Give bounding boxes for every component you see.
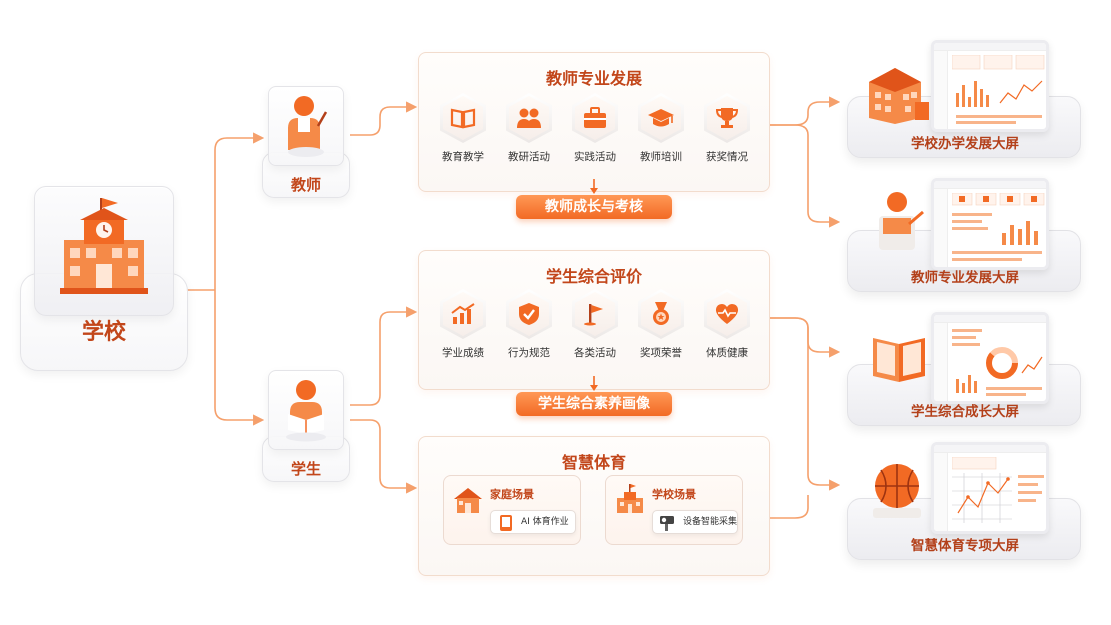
student-panel-title: 学生综合评价 <box>545 267 642 286</box>
teacher-development-panel: 教师专业发展 教育教学 教研活动 实践活动 教师培训 获奖情况 <box>418 52 770 192</box>
phone-icon <box>500 515 512 531</box>
item-research[interactable]: 教研活动 <box>499 93 559 164</box>
screen-sports-label: 智慧体育专项大屏 <box>911 538 1019 554</box>
teacher-3d-icon <box>869 188 929 258</box>
camera-device-icon <box>660 516 674 531</box>
dashboard-preview <box>931 40 1049 132</box>
device-collection-label: 设备智能采集 <box>683 517 738 527</box>
smart-sports-panel: 智慧体育 家庭场景 AI 体育作业 学校场景 设备智能采集 <box>418 436 770 576</box>
student-portrait-pill[interactable]: 学生综合素养画像 <box>516 392 672 416</box>
teacher-growth-pill[interactable]: 教师成长与考核 <box>516 195 672 219</box>
book-icon <box>450 108 476 129</box>
people-icon <box>517 108 541 128</box>
school-scene-title: 学校场景 <box>652 488 696 501</box>
item-practice[interactable]: 实践活动 <box>565 93 625 164</box>
student-label: 学生 <box>290 460 321 478</box>
trophy-icon <box>715 108 739 128</box>
building-3d-icon <box>865 62 931 128</box>
item-awards-label: 获奖情况 <box>706 151 748 163</box>
item-training[interactable]: 教师培训 <box>631 93 691 164</box>
teacher-node[interactable]: 教师 <box>262 82 350 200</box>
ai-homework-tag[interactable]: AI 体育作业 <box>490 510 576 534</box>
chart-up-icon <box>451 303 475 324</box>
item-honors[interactable]: 奖项荣誉 <box>631 289 691 360</box>
item-activities-label: 各类活动 <box>574 347 616 359</box>
item-practice-label: 实践活动 <box>574 151 616 163</box>
student-reading-icon <box>282 376 330 442</box>
teacher-panel-title: 教师专业发展 <box>545 69 642 88</box>
dashboard-preview <box>931 312 1049 404</box>
shield-check-icon <box>519 303 539 325</box>
screen-smart-sports[interactable]: 智慧体育专项大屏 <box>845 440 1085 562</box>
teacher-figure-icon <box>284 92 328 158</box>
teacher-down-arrow-icon <box>590 179 598 194</box>
screen-teacher-label: 教师专业发展大屏 <box>911 270 1019 286</box>
item-behavior-label: 行为规范 <box>508 347 550 359</box>
screen-school-label: 学校办学发展大屏 <box>911 136 1019 152</box>
item-awards[interactable]: 获奖情况 <box>697 93 757 164</box>
item-academic[interactable]: 学业成绩 <box>433 289 493 360</box>
item-academic-label: 学业成绩 <box>442 347 484 359</box>
heart-pulse-icon <box>715 304 739 324</box>
student-down-arrow-icon <box>590 376 598 391</box>
school-building-icon <box>56 196 152 296</box>
screen-student-growth[interactable]: 学生综合成长大屏 <box>845 306 1085 428</box>
graduation-cap-icon <box>648 109 674 127</box>
screen-teacher-development[interactable]: 教师专业发展大屏 <box>845 172 1085 294</box>
item-honors-label: 奖项荣誉 <box>640 347 682 359</box>
school-label: 学校 <box>81 320 126 345</box>
flag-icon <box>584 304 603 326</box>
school-node: 学校 <box>20 178 188 374</box>
dashboard-preview <box>931 178 1049 270</box>
basketball-icon <box>867 460 931 526</box>
item-research-label: 教研活动 <box>508 151 550 163</box>
student-node[interactable]: 学生 <box>262 366 350 484</box>
item-behavior[interactable]: 行为规范 <box>499 289 559 360</box>
home-scene-card[interactable]: 家庭场景 AI 体育作业 <box>443 475 581 545</box>
school-icon <box>617 484 643 513</box>
device-collection-tag[interactable]: 设备智能采集 <box>652 510 738 534</box>
medal-icon <box>653 302 669 325</box>
book-3d-icon <box>867 326 931 390</box>
briefcase-icon <box>584 107 606 128</box>
house-icon <box>454 488 482 513</box>
item-activities[interactable]: 各类活动 <box>565 289 625 360</box>
sports-panel-title: 智慧体育 <box>561 453 626 472</box>
item-teaching[interactable]: 教育教学 <box>433 93 493 164</box>
screen-school-development[interactable]: 学校办学发展大屏 <box>845 38 1085 160</box>
teacher-label: 教师 <box>290 176 321 194</box>
screen-student-label: 学生综合成长大屏 <box>911 404 1019 420</box>
school-scene-card[interactable]: 学校场景 设备智能采集 <box>605 475 743 545</box>
item-health[interactable]: 体质健康 <box>697 289 757 360</box>
item-health-label: 体质健康 <box>706 347 748 359</box>
dashboard-preview <box>931 442 1049 534</box>
home-scene-title: 家庭场景 <box>490 488 534 501</box>
ai-homework-label: AI 体育作业 <box>521 517 569 527</box>
item-teaching-label: 教育教学 <box>442 151 484 163</box>
item-training-label: 教师培训 <box>640 151 682 163</box>
student-evaluation-panel: 学生综合评价 学业成绩 行为规范 各类活动 奖项荣誉 体质健康 <box>418 250 770 390</box>
